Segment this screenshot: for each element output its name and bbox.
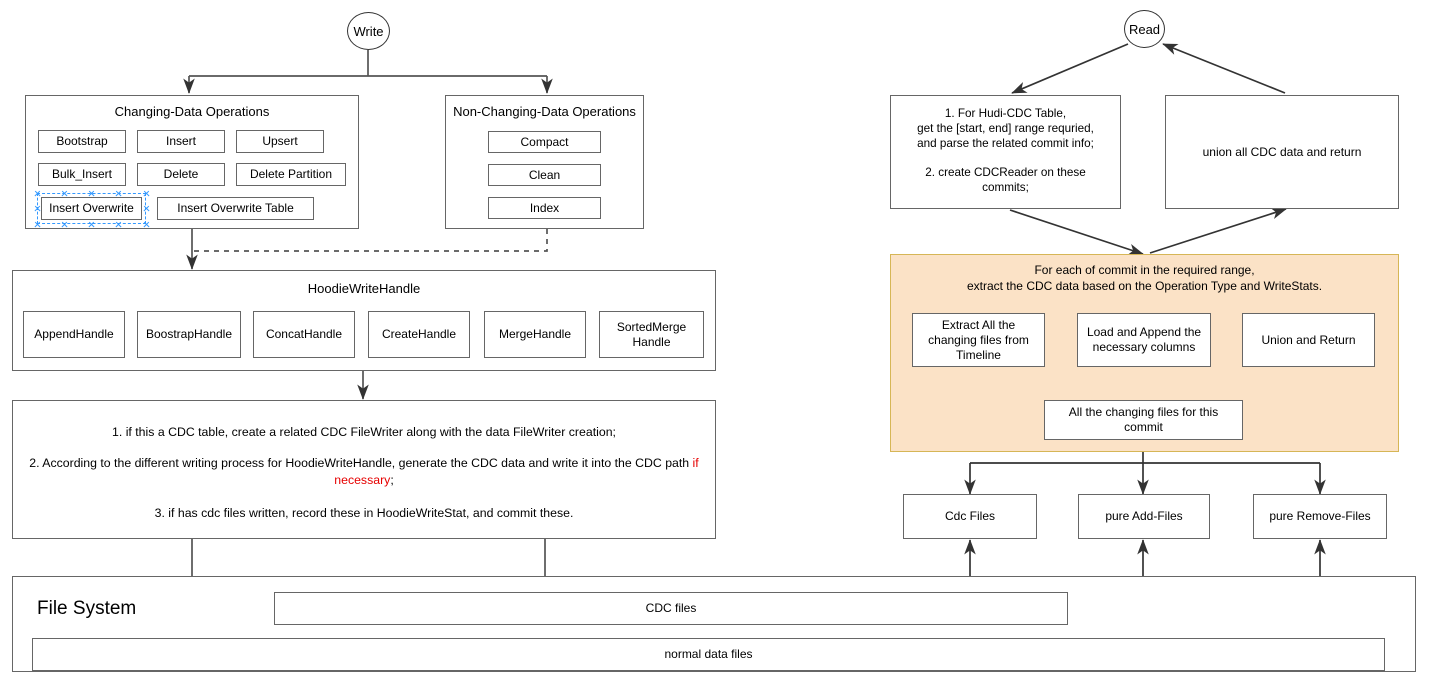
cdc-write-note-2-tail: ;	[390, 472, 394, 487]
cdc-read-step-spacer	[890, 152, 1121, 165]
op-bootstrap[interactable]: Bootstrap	[38, 130, 126, 153]
hoodie-write-handle-title: HoodieWriteHandle	[307, 281, 421, 296]
op-clean[interactable]: Clean	[488, 164, 601, 186]
handle-boostrap[interactable]: BoostrapHandle	[137, 311, 241, 358]
op-index[interactable]: Index	[488, 197, 601, 219]
write-start-node[interactable]: Write	[347, 12, 390, 50]
cdc-read-step-l6: commits;	[982, 180, 1029, 194]
union-and-return-box[interactable]: Union and Return	[1242, 313, 1375, 367]
normal-data-files-storage[interactable]: normal data files	[32, 638, 1385, 671]
changing-data-operations-title: Changing-Data Operations	[114, 104, 270, 119]
cdc-read-step-l3: and parse the related commit info;	[917, 137, 1094, 151]
op-upsert[interactable]: Upsert	[236, 130, 324, 153]
per-commit-extract-title-l1: For each of commit in the required range…	[1034, 263, 1255, 277]
handle-concat[interactable]: ConcatHandle	[253, 311, 355, 358]
handle-sorted-merge[interactable]: SortedMerge Handle	[599, 311, 704, 358]
op-insert-overwrite[interactable]: Insert Overwrite	[41, 197, 142, 220]
op-bulk-insert[interactable]: Bulk_Insert	[38, 163, 126, 186]
cdc-read-step-box	[890, 95, 1121, 209]
per-commit-extract-title: For each of commit in the required range…	[890, 262, 1399, 294]
op-insert[interactable]: Insert	[137, 130, 225, 153]
op-delete-partition[interactable]: Delete Partition	[236, 163, 346, 186]
cdc-read-step-l2: get the [start, end] range requried,	[917, 122, 1094, 136]
cdc-write-notes-box	[12, 400, 716, 539]
cdc-write-note-2-text: 2. According to the different writing pr…	[29, 456, 693, 470]
load-append-columns-box[interactable]: Load and Append the necessary columns	[1077, 313, 1211, 367]
cdc-read-step-lines: 1. For Hudi-CDC Table, get the [start, e…	[890, 106, 1121, 195]
op-compact[interactable]: Compact	[488, 131, 601, 153]
cdc-files-storage[interactable]: CDC files	[274, 592, 1068, 625]
per-commit-extract-title-l2: extract the CDC data based on the Operat…	[966, 279, 1323, 294]
hoodie-write-handle-group	[12, 270, 716, 371]
read-start-node[interactable]: Read	[1124, 10, 1165, 48]
cdc-read-step-l1: 1. For Hudi-CDC Table,	[944, 107, 1067, 120]
op-insert-overwrite-table[interactable]: Insert Overwrite Table	[157, 197, 314, 220]
handle-append[interactable]: AppendHandle	[23, 311, 125, 358]
non-changing-data-operations-title: Non-Changing-Data Operations	[453, 104, 636, 119]
cdc-files-box[interactable]: Cdc Files	[903, 494, 1037, 539]
handle-create[interactable]: CreateHandle	[368, 311, 470, 358]
op-delete[interactable]: Delete	[137, 163, 225, 186]
pure-remove-files-box[interactable]: pure Remove-Files	[1253, 494, 1387, 539]
cdc-write-note-1: 1. if this a CDC table, create a related…	[112, 425, 616, 439]
file-system-label: File System	[37, 598, 137, 619]
cdc-write-note-2-emphasis: if necessary	[334, 456, 699, 487]
union-all-cdc-box[interactable]: union all CDC data and return	[1165, 95, 1399, 209]
all-changing-files-commit-box[interactable]: All the changing files for this commit	[1044, 400, 1243, 440]
pure-add-files-box[interactable]: pure Add-Files	[1078, 494, 1210, 539]
cdc-read-step-l5: 2. create CDCReader on these	[925, 165, 1086, 179]
extract-changing-files-box[interactable]: Extract All the changing files from Time…	[912, 313, 1045, 367]
cdc-write-note-2: 2. According to the different writing pr…	[24, 455, 704, 488]
cdc-write-note-3: 3. if has cdc files written, record thes…	[154, 506, 574, 520]
handle-merge[interactable]: MergeHandle	[484, 311, 586, 358]
